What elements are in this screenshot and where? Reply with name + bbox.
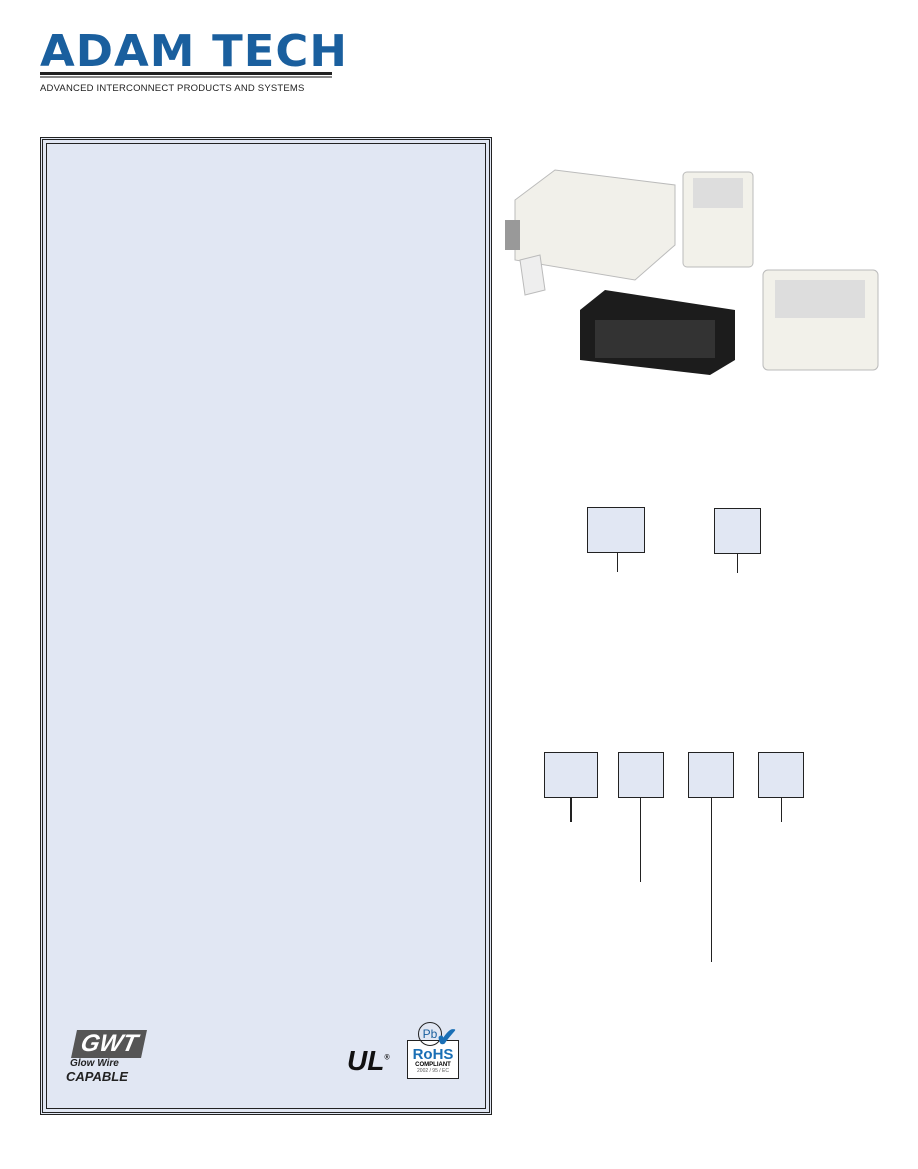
leader-line xyxy=(781,797,782,822)
leader-line xyxy=(570,797,572,822)
pb-free-icon: Pb xyxy=(418,1022,442,1046)
leader-line xyxy=(737,553,738,573)
rohs-directive: 2002 / 95 / EC xyxy=(417,1068,449,1074)
glow-wire-logo: GWT Glow Wire CAPABLE xyxy=(66,1030,147,1084)
spec-panel xyxy=(40,137,492,1115)
gwt-mark: GWT xyxy=(71,1030,147,1058)
connector-right-angle xyxy=(505,169,676,296)
rohs-compliant: COMPLIANT xyxy=(415,1062,451,1068)
gwt-line2: CAPABLE xyxy=(66,1069,128,1084)
leader-line xyxy=(711,797,712,962)
connector-12pin xyxy=(762,269,879,371)
part-number-box-2 xyxy=(714,508,761,554)
gwt-line1: Glow Wire xyxy=(70,1058,119,1069)
part-number-box-1 xyxy=(587,507,645,553)
connector-6pin xyxy=(682,171,754,268)
ordering-box-2 xyxy=(618,752,664,798)
logo-rule-secondary xyxy=(40,76,332,78)
brand-logo: ADAM TECH xyxy=(40,26,348,77)
ul-logo: UL® xyxy=(347,1045,390,1077)
ul-mark: UL xyxy=(347,1045,385,1076)
connector-black xyxy=(580,290,735,375)
ul-registered: ® xyxy=(384,1054,390,1062)
checkmark-icon: ✔ xyxy=(436,1022,458,1052)
leader-line xyxy=(617,552,618,572)
rohs-text: RoHS xyxy=(412,1046,454,1063)
ordering-box-4 xyxy=(758,752,804,798)
ordering-box-3 xyxy=(688,752,734,798)
leader-line xyxy=(640,797,641,882)
product-photo xyxy=(505,169,879,375)
tagline: ADVANCED INTERCONNECT PRODUCTS AND SYSTE… xyxy=(40,83,305,94)
ordering-box-1 xyxy=(544,752,598,798)
logo-rule xyxy=(40,72,332,75)
